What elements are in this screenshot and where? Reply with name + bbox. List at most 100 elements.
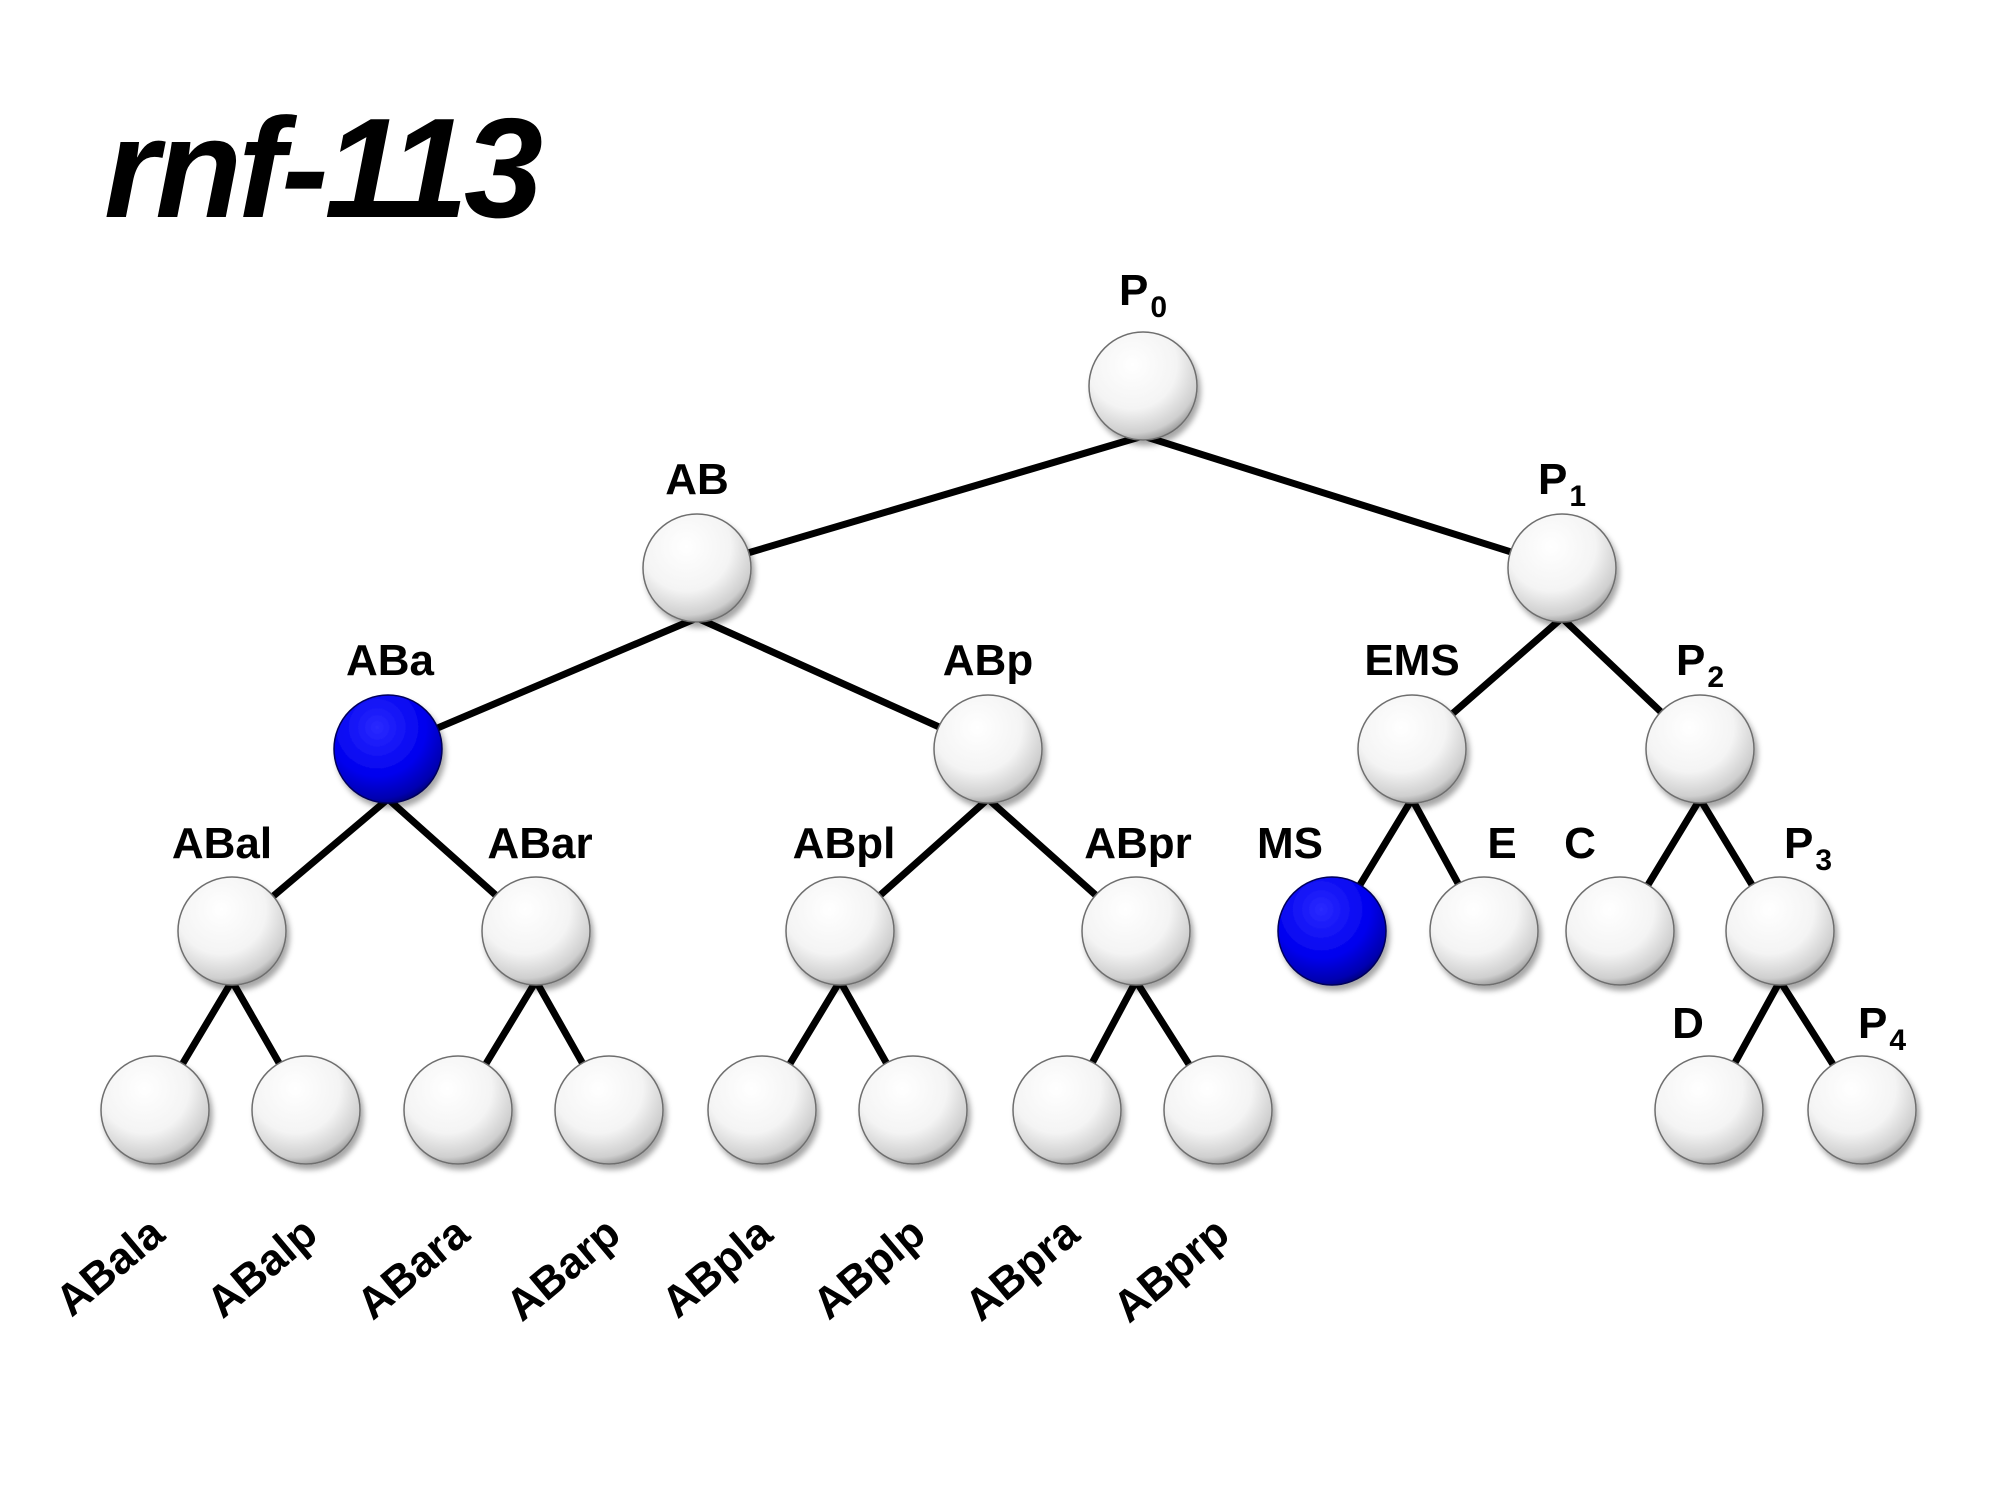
cell-label-ABprp: ABprp — [1104, 1208, 1238, 1332]
edge-ABar-ABarp — [531, 976, 589, 1070]
cell-node-E — [1429, 876, 1539, 986]
cell-node-P1 — [1507, 513, 1617, 623]
edge-ABal-ABalp — [227, 976, 285, 1070]
cell-label-subscript: 1 — [1569, 480, 1586, 513]
edges-layer — [176, 431, 1839, 1071]
edge-P3-D — [1729, 976, 1785, 1070]
cell-label-P4: P4 — [1858, 999, 1906, 1057]
edge-EMS-MS — [1354, 794, 1417, 892]
cell-label-subscript: 3 — [1815, 844, 1832, 877]
edge-P1-EMS — [1446, 613, 1567, 720]
cell-label-ABp: ABp — [943, 636, 1033, 685]
cell-node-ABarp — [554, 1055, 664, 1165]
cell-label-ABpr: ABpr — [1084, 819, 1192, 868]
cell-label-text: P — [1858, 999, 1887, 1048]
cell-label-ABara: ABara — [348, 1208, 479, 1329]
cell-label-E: E — [1487, 819, 1516, 868]
cell-label-text: EMS — [1364, 636, 1459, 685]
cell-node-C — [1565, 876, 1675, 986]
cell-node-ABpl — [785, 876, 895, 986]
diagram-title: rnf-113 — [104, 89, 543, 248]
cell-label-text: P — [1784, 819, 1813, 868]
cell-label-text: ABp — [943, 636, 1033, 685]
edge-AB-ABa — [431, 613, 702, 734]
cell-label-text: ABarp — [497, 1208, 630, 1330]
cell-label-ABarp: ABarp — [497, 1208, 630, 1330]
cell-node-ABplp — [858, 1055, 968, 1165]
cell-label-P1: P1 — [1538, 455, 1586, 513]
cell-label-text: D — [1672, 999, 1704, 1048]
edge-ABal-ABala — [176, 976, 237, 1071]
cell-label-ABa: ABa — [346, 636, 435, 685]
cell-node-ABa-highlighted — [333, 694, 443, 804]
cell-label-ABal: ABal — [172, 819, 272, 868]
cell-node-ABpla — [707, 1055, 817, 1165]
cell-label-D: D — [1672, 999, 1704, 1048]
cell-label-text: P — [1676, 636, 1705, 685]
cell-label-MS: MS — [1257, 819, 1323, 868]
cell-label-P0: P0 — [1119, 266, 1167, 324]
edge-P0-P1 — [1138, 431, 1517, 557]
cell-label-text: P — [1119, 266, 1148, 315]
cell-node-ABp — [933, 694, 1043, 804]
edge-ABpr-ABpra — [1086, 976, 1141, 1069]
cell-label-text: ABpla — [653, 1208, 782, 1328]
cell-label-ABpla: ABpla — [653, 1208, 782, 1328]
edge-P3-P4 — [1775, 976, 1839, 1071]
cell-label-subscript: 2 — [1707, 661, 1724, 694]
cell-label-text: ABpra — [956, 1208, 1089, 1331]
cell-label-text: ABprp — [1104, 1208, 1238, 1332]
cell-node-P3 — [1725, 876, 1835, 986]
cell-node-P4 — [1807, 1055, 1917, 1165]
cell-node-ABpra — [1012, 1055, 1122, 1165]
cell-label-text: ABpr — [1084, 819, 1192, 868]
cell-node-ABara — [403, 1055, 513, 1165]
cell-label-text: AB — [665, 455, 729, 504]
cell-label-ABpl: ABpl — [793, 819, 896, 868]
cell-node-P2 — [1645, 694, 1755, 804]
edge-ABp-ABpl — [873, 794, 993, 902]
cell-label-subscript: 4 — [1889, 1024, 1906, 1057]
cell-label-AB: AB — [665, 455, 729, 504]
cell-node-ABpr — [1081, 876, 1191, 986]
cell-label-text: ABpl — [793, 819, 896, 868]
edge-P0-AB — [742, 431, 1148, 558]
edge-EMS-E — [1407, 794, 1464, 891]
cell-node-ABalp — [251, 1055, 361, 1165]
cell-node-EMS — [1357, 694, 1467, 804]
cell-label-ABar: ABar — [487, 819, 592, 868]
cell-node-AB — [642, 513, 752, 623]
edge-P2-P3 — [1695, 794, 1758, 892]
cell-label-ABala: ABala — [46, 1208, 173, 1326]
edge-P2-C — [1642, 794, 1705, 892]
cell-label-C: C — [1564, 819, 1596, 868]
cell-label-text: E — [1487, 819, 1516, 868]
cell-label-text: ABala — [46, 1208, 173, 1326]
cell-label-text: ABa — [346, 636, 435, 685]
cell-node-ABal — [177, 876, 287, 986]
cell-label-text: C — [1564, 819, 1596, 868]
edge-ABpl-ABpla — [784, 976, 845, 1071]
cell-label-subscript: 0 — [1150, 291, 1167, 324]
cell-label-text: P — [1538, 455, 1567, 504]
edge-ABpl-ABplp — [835, 976, 893, 1070]
cell-label-text: ABal — [172, 819, 272, 868]
cell-label-text: ABalp — [198, 1208, 327, 1327]
cell-label-text: ABplp — [804, 1208, 935, 1329]
edge-ABa-ABar — [383, 794, 503, 902]
nodes-layer — [100, 331, 1917, 1165]
cell-node-ABala — [100, 1055, 210, 1165]
edge-ABar-ABara — [480, 976, 541, 1071]
edge-ABa-ABal — [266, 794, 393, 903]
cell-node-ABprp — [1163, 1055, 1273, 1165]
cell-label-ABalp: ABalp — [198, 1208, 327, 1327]
edge-P1-P2 — [1557, 613, 1668, 719]
cell-node-P0 — [1088, 331, 1198, 441]
cell-node-D — [1654, 1055, 1764, 1165]
edge-ABpr-ABprp — [1131, 976, 1195, 1071]
edge-ABp-ABpr — [983, 794, 1103, 902]
cell-label-EMS: EMS — [1364, 636, 1459, 685]
cell-label-ABplp: ABplp — [804, 1208, 935, 1329]
cell-node-MS-highlighted — [1277, 876, 1387, 986]
